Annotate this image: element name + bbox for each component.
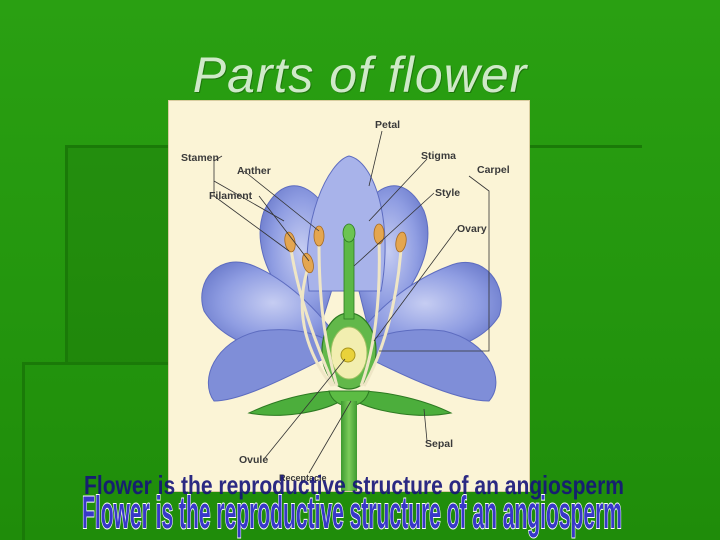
label-style: Style xyxy=(435,187,460,199)
label-ovary: Ovary xyxy=(457,223,487,235)
style xyxy=(343,238,355,320)
flower-illustration: Petal Stamen Anther Filament Stigma Carp… xyxy=(181,119,510,491)
petal-back-top xyxy=(306,155,386,292)
leader-lines xyxy=(213,130,490,474)
label-petal: Petal xyxy=(375,119,400,131)
petal-lower-right xyxy=(353,329,497,402)
label-anther: Anther xyxy=(237,165,271,177)
anthers xyxy=(284,223,407,274)
decorative-left-rule xyxy=(65,145,68,365)
label-stigma: Stigma xyxy=(421,150,456,162)
slide-title: Parts of flower xyxy=(192,47,528,103)
decorative-panel-shade xyxy=(68,148,168,362)
decorative-left-rule-lower xyxy=(22,362,25,540)
flower-diagram: Petal Stamen Anther Filament Stigma Carp… xyxy=(168,100,530,492)
ovule xyxy=(340,347,356,363)
label-receptacle: Receptacle xyxy=(279,473,327,483)
label-carpel: Carpel xyxy=(477,164,510,176)
label-ovule: Ovule xyxy=(239,454,268,466)
sepal-left xyxy=(247,390,342,416)
caption-text: Flower is the reproductive structure of … xyxy=(82,487,622,538)
filaments xyxy=(289,240,403,387)
caption-shadow: Flower is the reproductive structure of … xyxy=(84,470,624,500)
label-filament: Filament xyxy=(209,190,253,202)
sepal-right xyxy=(354,390,453,416)
stigma xyxy=(342,223,356,243)
stem xyxy=(341,401,357,491)
caption-wordart: Flower is the reproductive structure of … xyxy=(81,470,624,539)
label-stamen: Stamen xyxy=(181,152,219,164)
label-sepal: Sepal xyxy=(425,438,453,450)
decorative-mid-rule xyxy=(22,362,172,365)
